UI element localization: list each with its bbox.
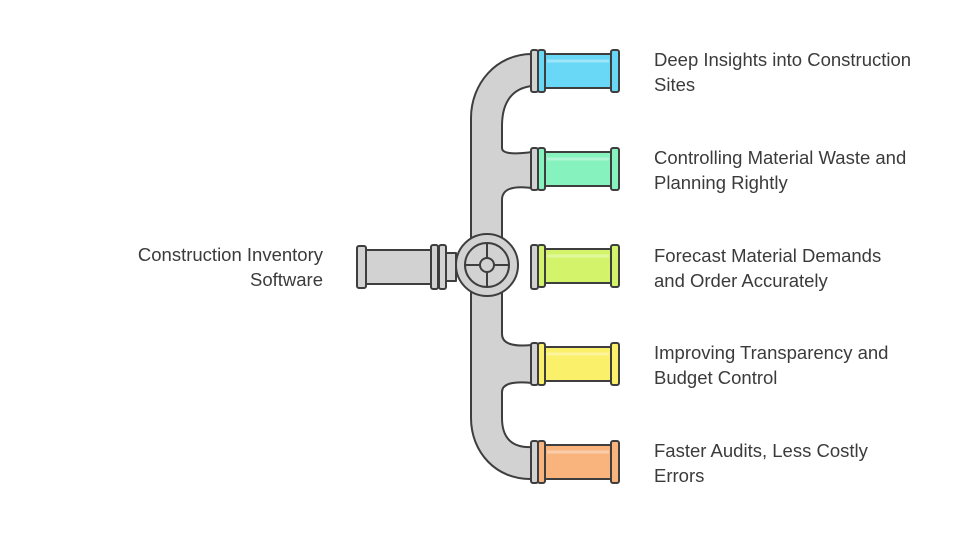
output-pipe-cap-transparency xyxy=(610,342,620,386)
output-label-material-waste: Controlling Material Waste and Planning … xyxy=(654,147,907,193)
output-pipe-faster-audits xyxy=(544,444,612,480)
source-label: Construction Inventory Software xyxy=(137,244,323,290)
output-pipe-material-waste xyxy=(544,151,612,187)
junction-flange xyxy=(530,49,539,93)
output-label-forecast-demands: Forecast Material Demands and Order Accu… xyxy=(654,245,882,291)
input-pipe-cap xyxy=(356,245,367,289)
input-flange xyxy=(438,244,447,290)
output-flange-transparency xyxy=(537,342,546,386)
output-label-deep-insights: Deep Insights into Construction Sites xyxy=(654,49,912,95)
valve-wheel-icon xyxy=(455,233,519,297)
output-label-transparency: Improving Transparency and Budget Contro… xyxy=(654,342,889,388)
output-pipe-deep-insights xyxy=(544,53,612,89)
output-pipe-cap-forecast-demands xyxy=(610,244,620,288)
output-flange-forecast-demands xyxy=(537,244,546,288)
output-pipe-transparency xyxy=(544,346,612,382)
input-flange xyxy=(430,244,439,290)
output-flange-deep-insights xyxy=(537,49,546,93)
junction-flange xyxy=(530,147,539,191)
output-flange-material-waste xyxy=(537,147,546,191)
junction-flange xyxy=(530,244,539,290)
output-flange-faster-audits xyxy=(537,440,546,484)
output-label-faster-audits: Faster Audits, Less Costly Errors xyxy=(654,440,868,486)
junction-flange xyxy=(530,342,539,386)
input-connector xyxy=(445,252,457,282)
output-pipe-cap-faster-audits xyxy=(610,440,620,484)
input-pipe xyxy=(365,249,437,285)
junction-flange xyxy=(530,440,539,484)
output-pipe-forecast-demands xyxy=(544,248,612,284)
output-pipe-cap-deep-insights xyxy=(610,49,620,93)
output-pipe-cap-material-waste xyxy=(610,147,620,191)
